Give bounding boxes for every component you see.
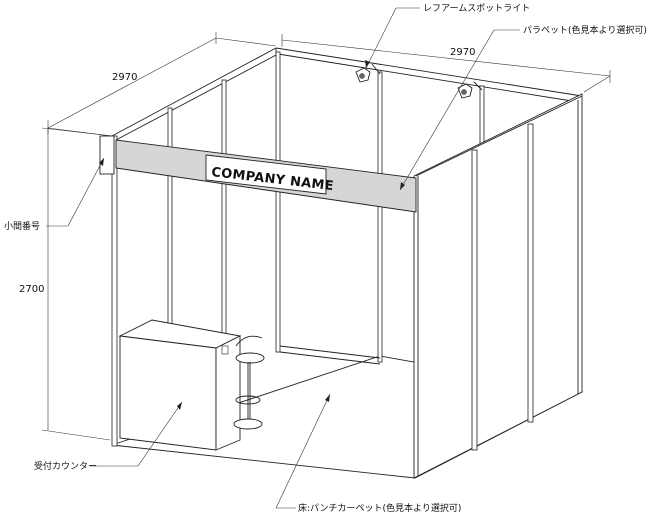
callout-leaders [46,7,520,509]
spotlight-1 [355,63,381,83]
spotlight-2 [457,81,483,99]
label-reception-counter: 受付カウンター [34,460,97,472]
label-booth-number: 小間番号 [4,220,40,232]
wall-base-lines [279,345,381,365]
dimension-width-back: 2970 [450,47,475,58]
dimension-height: 2700 [19,284,44,295]
dimension-width-left: 2970 [112,72,137,83]
reception-counter [118,319,242,451]
label-floor-carpet: 床:パンチカーペット(色見本より選択可) [298,502,461,514]
left-wall-posts [167,51,281,353]
parapet-fascia [115,139,417,213]
left-front-post [99,135,118,447]
company-name-sign [205,154,327,195]
top-frame [111,47,583,141]
stool [233,335,265,430]
label-spotlight: レフアームスポットライト [423,3,530,14]
label-parapet: パラペット(色見本より選択可) [523,24,647,36]
booth-number-plate [99,135,115,175]
right-side-wall [413,93,583,479]
dimension-lines [41,32,611,441]
